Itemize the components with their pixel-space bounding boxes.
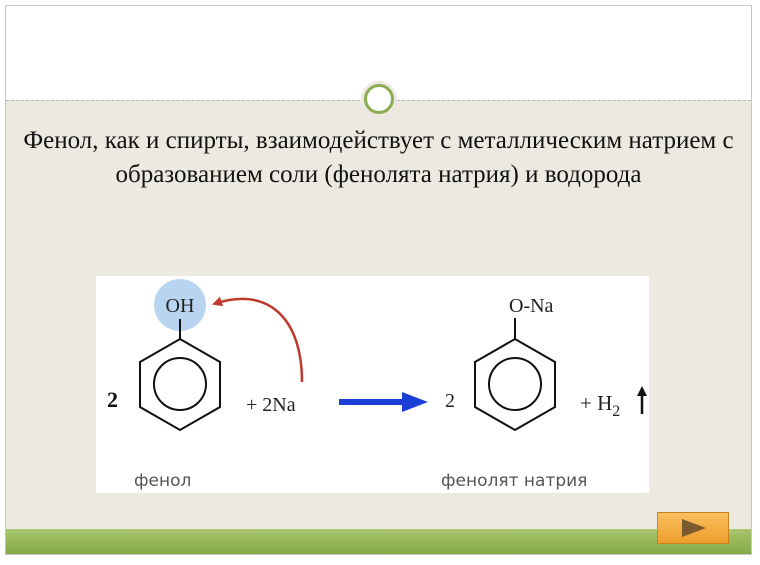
reaction-diagram: OH 2 фенол + 2Na 2 O-Na фенолят натрия +… — [96, 276, 649, 493]
byproduct-label: + H2 — [580, 391, 620, 420]
reaction-svg: OH 2 фенол + 2Na 2 O-Na фенолят натрия +… — [107, 279, 647, 491]
product-name-label: фенолят натрия — [441, 471, 587, 491]
product-group-label: O-Na — [509, 295, 554, 317]
ring-ornament-icon — [361, 81, 397, 117]
play-triangle-icon — [682, 519, 706, 537]
next-slide-button[interactable] — [657, 512, 729, 544]
product-benzene-ring — [474, 337, 556, 432]
reaction-arrow-head — [402, 392, 428, 412]
footer-bar — [6, 529, 751, 554]
gas-up-arrow-head — [637, 386, 647, 396]
reactant-coefficient: 2 — [107, 387, 118, 412]
slide-title: Фенол, как и спирты, взаимодействует с м… — [23, 127, 734, 188]
reactant-group-label: OH — [166, 295, 195, 317]
substitution-arrow — [212, 296, 304, 383]
oh-highlight — [154, 279, 206, 331]
product-aromatic-circle — [488, 357, 542, 411]
reagent-label: + 2Na — [246, 394, 296, 416]
reactant-benzene-ring — [139, 337, 221, 432]
slide: Фенол, как и спирты, взаимодействует с м… — [5, 5, 752, 555]
reactant-aromatic-circle — [153, 357, 207, 411]
reactant-name-label: фенол — [134, 471, 191, 491]
product-coefficient: 2 — [445, 390, 455, 412]
